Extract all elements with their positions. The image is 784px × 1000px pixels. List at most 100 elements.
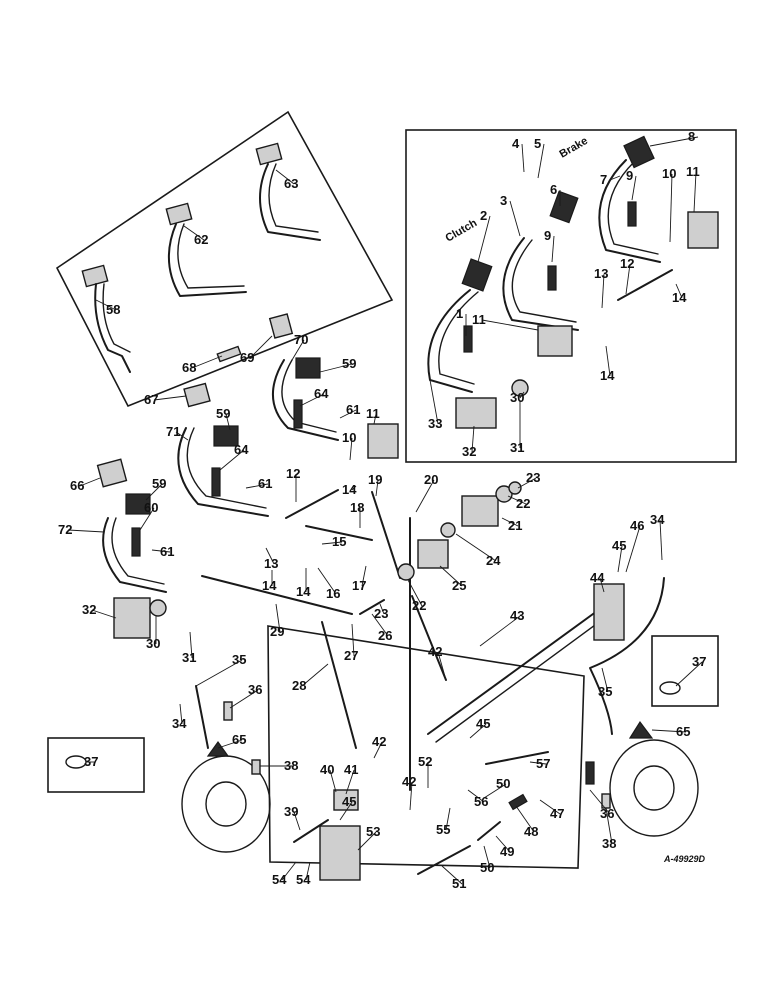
power-unit-65-left: [181, 740, 271, 853]
leader-line: [539, 799, 561, 815]
callout-35: 35: [232, 652, 246, 667]
plate-37-left: [65, 755, 87, 769]
leader-line: [265, 547, 275, 565]
clip-38-left: [251, 759, 261, 775]
callout-11: 11: [686, 164, 700, 179]
callout-19: 19: [368, 472, 382, 487]
leader-line: [91, 609, 117, 619]
leader-line: [437, 651, 447, 681]
pedal-72: [102, 517, 167, 593]
leader-line: [145, 483, 163, 501]
leader-line: [601, 273, 605, 309]
callout-13: 13: [264, 556, 278, 571]
callout-44: 44: [590, 570, 605, 585]
bracket-11-main: [367, 423, 399, 459]
callout-67: 67: [144, 392, 158, 407]
callout-17: 17: [352, 578, 366, 593]
callout-50: 50: [480, 860, 494, 875]
callout-49: 49: [500, 844, 514, 859]
leader-line: [299, 393, 325, 407]
callout-12: 12: [620, 256, 634, 271]
leader-line: [605, 345, 611, 377]
callout-45: 45: [612, 538, 626, 553]
callout-59: 59: [152, 476, 166, 491]
leader-line: [477, 215, 491, 263]
leader-line: [537, 143, 545, 179]
leader-line: [609, 175, 621, 181]
callout-70: 70: [294, 332, 308, 347]
pad-67: [183, 382, 211, 408]
callout-62: 62: [194, 232, 208, 247]
rod-29: [201, 575, 353, 615]
callout-14: 14: [600, 368, 615, 383]
callout-38: 38: [602, 836, 616, 851]
callout-59: 59: [216, 406, 230, 421]
callout-36: 36: [248, 682, 262, 697]
rod-51: [417, 845, 471, 875]
leader-line: [375, 479, 379, 497]
leader-line: [467, 789, 485, 803]
callout-14: 14: [296, 584, 311, 599]
leader-line: [471, 425, 475, 453]
leader-line: [509, 200, 521, 237]
shaft-39: [293, 819, 329, 843]
callout-42: 42: [428, 644, 442, 659]
callout-53: 53: [366, 824, 380, 839]
callout-2: 2: [480, 208, 487, 223]
callout-71: 71: [166, 424, 180, 439]
leader-line: [329, 769, 337, 793]
callout-34: 34: [172, 716, 187, 731]
leader-line: [625, 263, 631, 295]
clutch-label: Clutch: [444, 217, 480, 245]
spring-9b: [627, 201, 637, 227]
leader-line: [501, 517, 519, 527]
leader-line: [339, 409, 357, 419]
brake-label: Brake: [558, 135, 590, 161]
inset-box-37-left: [47, 737, 145, 793]
leader-line: [317, 567, 337, 595]
leader-line: [195, 659, 243, 687]
callout-59: 59: [342, 356, 356, 371]
leader-line: [605, 807, 613, 845]
callout-18: 18: [350, 500, 364, 515]
callout-4: 4: [512, 136, 520, 151]
leader-line: [529, 761, 547, 765]
leader-line: [517, 477, 537, 489]
leader-line: [483, 845, 491, 869]
callout-14: 14: [672, 290, 687, 305]
callout-65: 65: [232, 732, 246, 747]
callout-9: 9: [544, 228, 551, 243]
clevis-36-left: [223, 701, 233, 721]
callout-11: 11: [472, 312, 486, 327]
callout-32: 32: [462, 444, 476, 459]
leader-line: [229, 689, 259, 709]
power-unit-65-right: [609, 720, 699, 837]
callout-10: 10: [662, 166, 676, 181]
callout-3: 3: [500, 193, 507, 208]
leader-line: [669, 173, 673, 243]
callout-27: 27: [344, 648, 358, 663]
callout-54: 54: [296, 872, 311, 887]
leader-line: [321, 541, 343, 545]
leader-line: [357, 831, 377, 851]
callout-30: 30: [510, 390, 524, 405]
callout-15: 15: [332, 534, 346, 549]
leader-line: [219, 449, 245, 471]
leader-line: [521, 143, 525, 173]
callout-12: 12: [286, 466, 300, 481]
leader-line: [345, 769, 355, 795]
callout-8: 8: [688, 129, 695, 144]
leader-line: [479, 615, 521, 647]
bracket-21: [461, 495, 499, 527]
leader-line: [651, 729, 687, 733]
leader-line: [373, 741, 383, 759]
block-59c: [295, 357, 321, 379]
leader-line: [79, 477, 101, 487]
callout-38: 38: [284, 758, 298, 773]
callout-20: 20: [424, 472, 438, 487]
spring-1: [463, 325, 473, 353]
leader-line: [153, 395, 187, 401]
shaft-12: [285, 489, 339, 519]
